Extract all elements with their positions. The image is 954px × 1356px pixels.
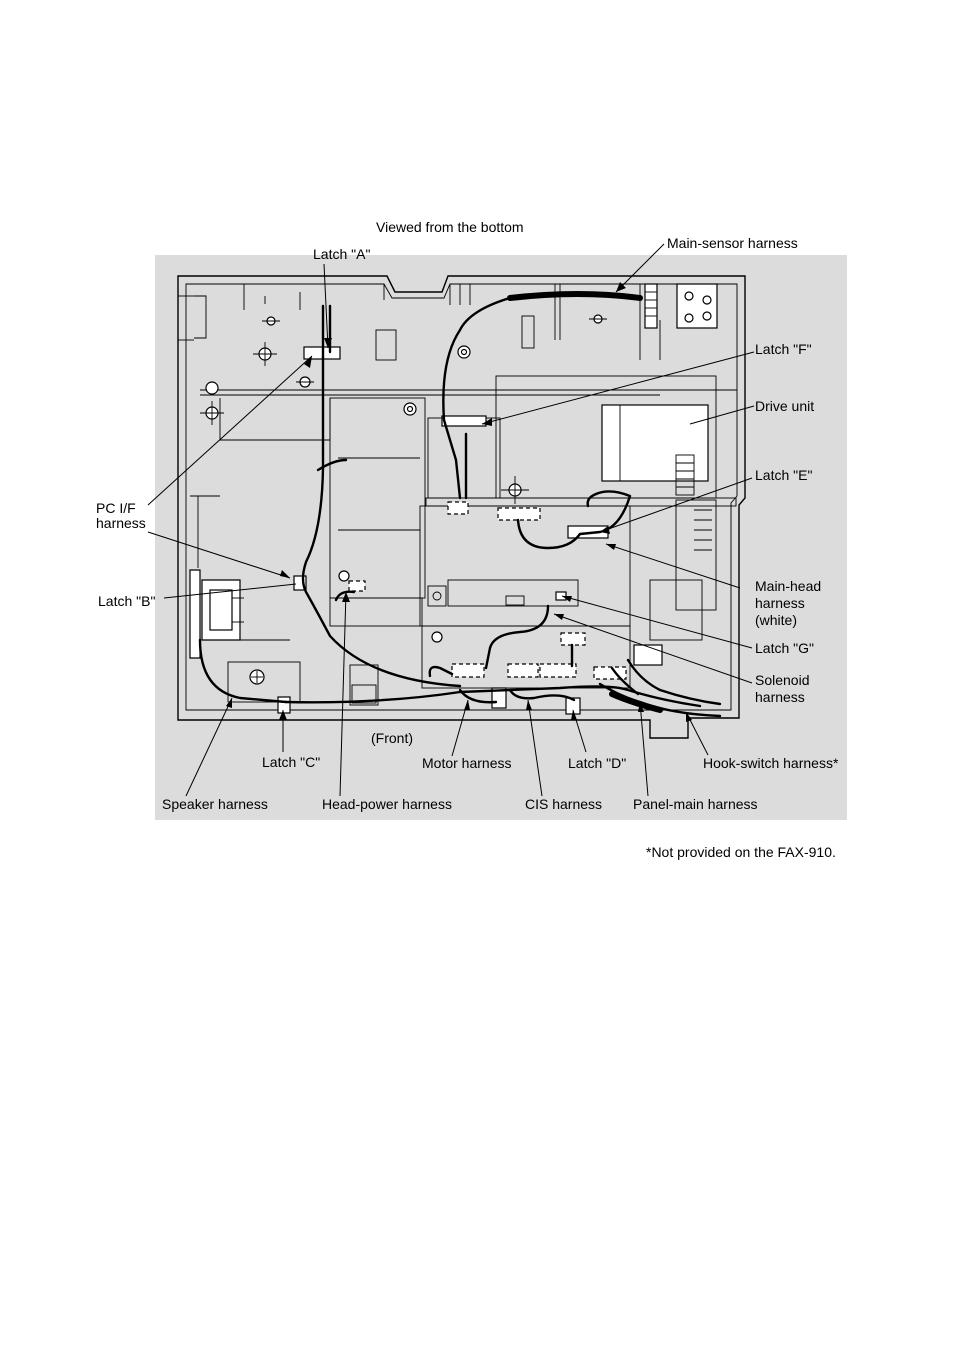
front-caption: (Front) (371, 730, 413, 746)
inner-compartments (190, 375, 737, 706)
label-pc-if-harness-line2: harness (96, 515, 146, 531)
housing-outline (177, 275, 746, 739)
label-latch-a: Latch "A" (313, 246, 370, 262)
label-latch-g: Latch "G" (755, 640, 814, 656)
text-labels: Viewed from the bottom Main-sensor harne… (96, 219, 839, 860)
label-hook-switch-harness: Hook-switch harness* (703, 755, 839, 771)
leader-arrowheads (226, 282, 692, 722)
label-motor-harness: Motor harness (422, 755, 511, 771)
label-solenoid-harness-line1: Solenoid (755, 672, 810, 688)
label-cis-harness: CIS harness (525, 796, 602, 812)
label-drive-unit: Drive unit (755, 398, 814, 414)
label-main-sensor-harness: Main-sensor harness (667, 235, 798, 251)
leader-lines (147, 243, 755, 797)
label-latch-c: Latch "C" (262, 754, 320, 770)
screw-posts (200, 314, 607, 504)
label-main-head-harness-line2: harness (755, 595, 805, 611)
harness-cables (198, 291, 722, 718)
label-latch-b: Latch "B" (98, 593, 155, 609)
drive-unit-body (601, 404, 717, 641)
footnote: *Not provided on the FAX-910. (646, 844, 836, 860)
latch-f-clip (441, 415, 487, 427)
speaker (189, 569, 244, 659)
label-latch-e: Latch "E" (755, 467, 812, 483)
latch-clips (277, 346, 663, 715)
label-panel-main-harness: Panel-main harness (633, 796, 758, 812)
drawing-background (155, 255, 847, 820)
label-main-head-harness-line3: (white) (755, 612, 797, 628)
label-main-head-harness-line1: Main-head (755, 578, 821, 594)
top-right-connector (644, 283, 718, 329)
dashed-connectors (348, 501, 627, 680)
view-caption: Viewed from the bottom (376, 219, 524, 235)
label-latch-f: Latch "F" (755, 341, 812, 357)
latch-c-clip (277, 696, 291, 714)
label-speaker-harness: Speaker harness (162, 796, 268, 812)
label-head-power-harness: Head-power harness (322, 796, 452, 812)
panel-clip (633, 644, 663, 666)
label-pc-if-harness-line1: PC I/F (96, 500, 136, 516)
label-solenoid-harness-line2: harness (755, 689, 805, 705)
label-latch-d: Latch "D" (568, 755, 626, 771)
